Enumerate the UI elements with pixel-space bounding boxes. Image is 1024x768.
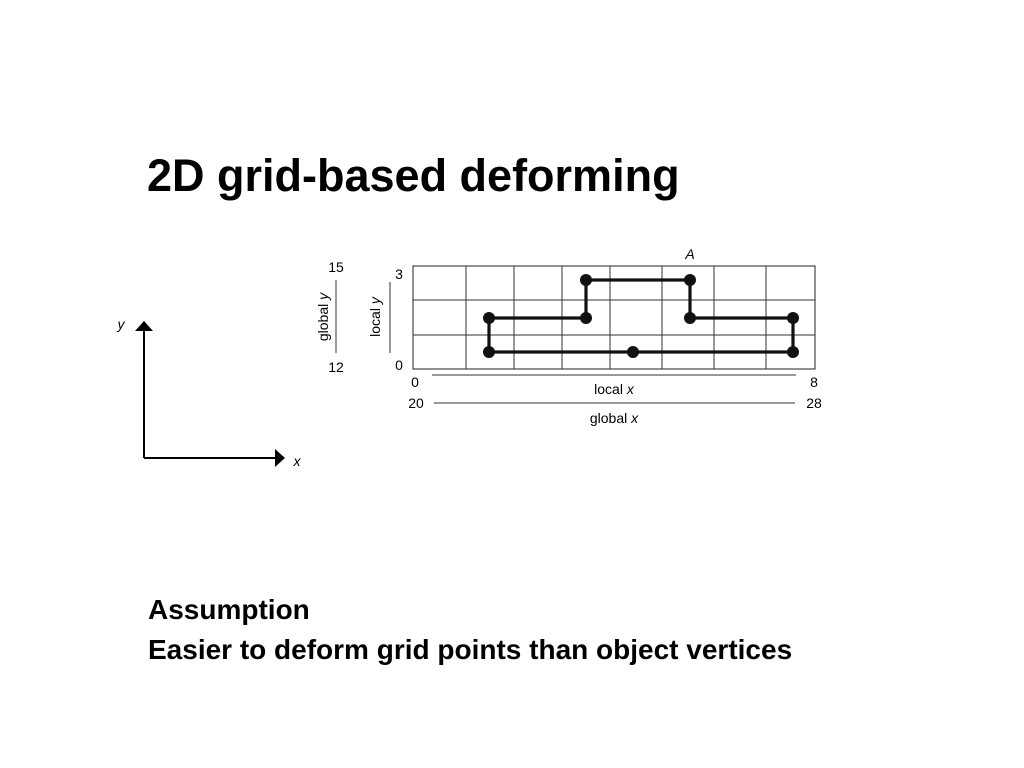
y-scales: 15 12 global y 3 0 local y xyxy=(315,259,403,375)
global-y-axis-label: global y xyxy=(315,292,331,341)
local-x-axis-label-var: x xyxy=(626,381,635,397)
global-x-axis-label-var: x xyxy=(630,410,639,426)
assumption-statement: Easier to deform grid points than object… xyxy=(148,634,793,665)
axes-icon: y x xyxy=(117,316,302,469)
global-y-bottom-value: 12 xyxy=(328,359,344,375)
local-y-axis-label-word: local xyxy=(367,308,383,337)
body-text: Assumption Easier to deform grid points … xyxy=(148,590,792,670)
local-x-end-value: 8 xyxy=(810,374,818,390)
local-y-top-value: 3 xyxy=(395,266,403,282)
global-y-axis-label-var: y xyxy=(315,292,331,301)
local-x-axis-label: local x xyxy=(594,381,635,397)
local-y-axis-label-var: y xyxy=(367,296,383,305)
assumption-heading: Assumption xyxy=(148,594,310,625)
local-y-axis-label: local y xyxy=(367,296,383,337)
axes-x-label: x xyxy=(293,453,302,469)
object-vertex xyxy=(627,346,639,358)
global-y-top-value: 15 xyxy=(328,259,344,275)
object-vertex xyxy=(483,312,495,324)
global-x-axis-label-word: global xyxy=(590,410,627,426)
object-vertex xyxy=(580,274,592,286)
object-vertex xyxy=(684,274,696,286)
axes-y-arrowhead xyxy=(135,321,153,331)
object-vertex xyxy=(483,346,495,358)
object-polyline xyxy=(487,278,795,354)
x-scales: 0 8 local x 20 28 global x xyxy=(408,374,822,426)
object-outline xyxy=(483,274,799,358)
object-vertex xyxy=(684,312,696,324)
global-x-start-value: 20 xyxy=(408,395,424,411)
object-vertex xyxy=(580,312,592,324)
local-x-start-value: 0 xyxy=(411,374,419,390)
slide-title: 2D grid-based deforming xyxy=(147,150,680,201)
point-a-label: A xyxy=(684,246,694,262)
global-x-axis-label: global x xyxy=(590,410,639,426)
local-y-bottom-value: 0 xyxy=(395,357,403,373)
object-vertex xyxy=(787,312,799,324)
global-x-end-value: 28 xyxy=(806,395,822,411)
object-vertex xyxy=(787,346,799,358)
global-y-axis-label-word: global xyxy=(315,304,331,341)
local-x-axis-label-word: local xyxy=(594,381,623,397)
grid-border xyxy=(412,265,816,370)
axes-x-arrowhead xyxy=(275,449,285,467)
axes-y-label: y xyxy=(117,316,126,332)
